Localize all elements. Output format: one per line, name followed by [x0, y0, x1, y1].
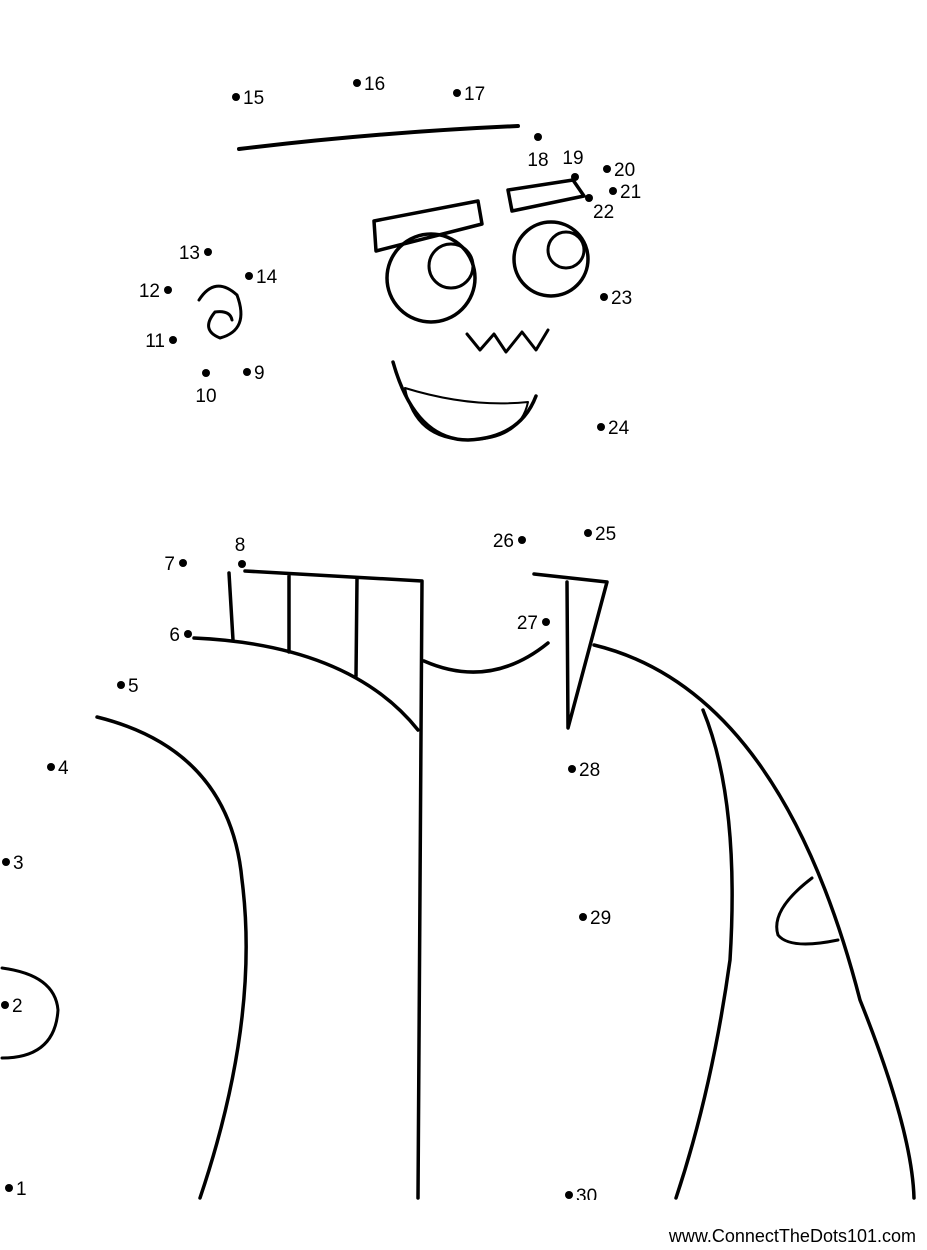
dot-27 — [542, 618, 550, 626]
left-eye — [385, 232, 477, 324]
dot-label-17: 17 — [464, 84, 485, 105]
dot-label-30: 30 — [576, 1186, 597, 1200]
dot-14 — [245, 272, 253, 280]
collar-left — [227, 569, 424, 1200]
shoulder-right — [592, 643, 916, 1200]
dot-4 — [47, 763, 55, 771]
dot-label-14: 14 — [256, 267, 278, 288]
dot-label-27: 27 — [517, 613, 538, 634]
dot-25 — [584, 529, 592, 537]
dot-22 — [585, 194, 593, 202]
hat-brim-line — [237, 124, 520, 151]
dot-12 — [164, 286, 172, 294]
dot-label-25: 25 — [595, 524, 616, 545]
dot-9 — [243, 368, 251, 376]
arm-left — [95, 715, 248, 1200]
dot-30 — [565, 1191, 573, 1199]
dot-11 — [169, 336, 177, 344]
dot-label-1: 1 — [16, 1179, 27, 1200]
dot-label-7: 7 — [164, 554, 175, 575]
dot-18 — [534, 133, 542, 141]
dot-label-21: 21 — [620, 182, 641, 203]
hand-left — [0, 966, 60, 1060]
right-eye — [512, 220, 590, 298]
ear — [197, 284, 243, 340]
outline-lines — [0, 124, 916, 1200]
neck — [422, 641, 550, 674]
dot-label-26: 26 — [493, 531, 514, 552]
dot-label-13: 13 — [179, 243, 200, 264]
dot-5 — [117, 681, 125, 689]
shoulder-left — [192, 636, 420, 732]
right-pupil — [546, 230, 586, 270]
dot-13 — [204, 248, 212, 256]
dot-label-12: 12 — [139, 281, 160, 302]
mouth-inner — [404, 387, 529, 441]
dot-23 — [600, 293, 608, 301]
dot-label-24: 24 — [608, 418, 630, 439]
dot-1 — [5, 1184, 13, 1192]
dot-6 — [184, 630, 192, 638]
left-eyebrow — [372, 199, 484, 253]
dot-label-8: 8 — [235, 535, 246, 556]
dot-label-10: 10 — [195, 386, 216, 407]
dot-label-6: 6 — [169, 625, 180, 646]
dot-16 — [353, 79, 361, 87]
nose-zigzag — [465, 328, 550, 354]
left-pupil — [427, 242, 475, 290]
dot-label-11: 11 — [145, 331, 165, 352]
dot-15 — [232, 93, 240, 101]
dot-label-22: 22 — [593, 202, 614, 223]
dot-24 — [597, 423, 605, 431]
dot-label-2: 2 — [12, 996, 23, 1017]
dot-label-20: 20 — [614, 160, 635, 181]
footer-url: www.ConnectTheDots101.com — [668, 1226, 916, 1246]
dot-29 — [579, 913, 587, 921]
right-eyebrow — [506, 178, 586, 213]
dot-19 — [571, 173, 579, 181]
dot-28 — [568, 765, 576, 773]
dot-label-3: 3 — [13, 853, 24, 874]
dot-label-28: 28 — [579, 760, 600, 781]
dot-label-9: 9 — [254, 363, 265, 384]
dot-label-23: 23 — [611, 288, 632, 309]
dot-2 — [1, 1001, 9, 1009]
dot-10 — [202, 369, 210, 377]
dot-label-19: 19 — [562, 148, 583, 169]
arm-right — [674, 708, 734, 1200]
dot-label-16: 16 — [364, 74, 385, 95]
dot-17 — [453, 89, 461, 97]
dot-20 — [603, 165, 611, 173]
dot-label-15: 15 — [243, 88, 264, 109]
pocket — [775, 876, 840, 946]
dot-26 — [518, 536, 526, 544]
dot-21 — [609, 187, 617, 195]
dot-7 — [179, 559, 187, 567]
dot-label-5: 5 — [128, 676, 139, 697]
collar-right — [532, 572, 609, 730]
dot-8 — [238, 560, 246, 568]
dot-3 — [2, 858, 10, 866]
dot-label-18: 18 — [527, 150, 548, 171]
dot-label-29: 29 — [590, 908, 611, 929]
dot-label-4: 4 — [58, 758, 69, 779]
